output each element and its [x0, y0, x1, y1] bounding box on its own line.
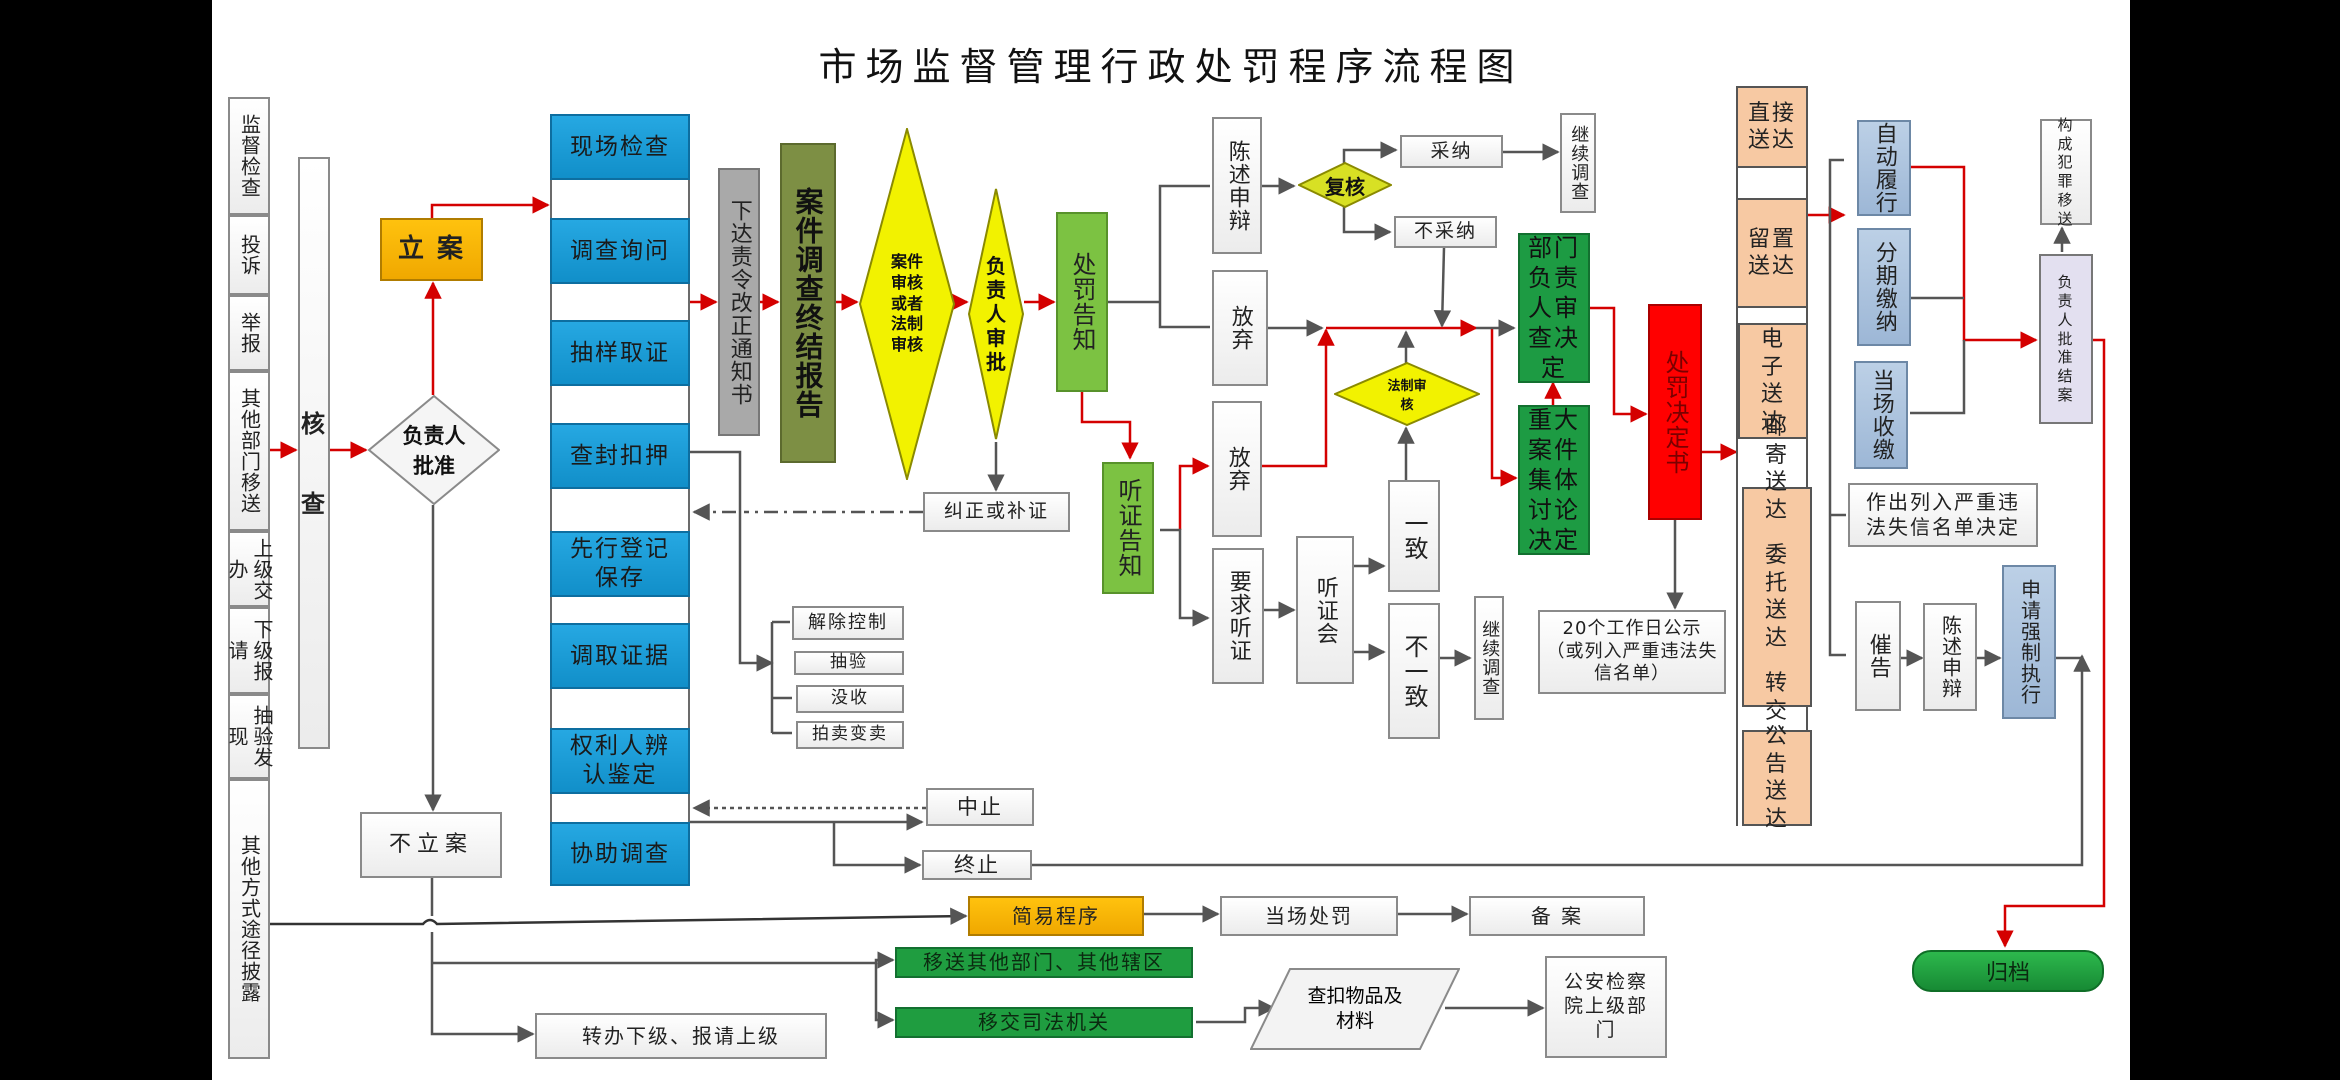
source-sampling[interactable]: 抽验发现	[225, 694, 274, 779]
seized-items-box[interactable]: 查扣物品及材料	[1250, 968, 1460, 1050]
consistent-box[interactable]: 一致	[1388, 480, 1440, 592]
diamond-shape	[1298, 162, 1392, 208]
continue-investigation-box-2[interactable]: 继续调查	[1474, 596, 1504, 720]
source-subordinate[interactable]: 下级报请	[225, 607, 274, 694]
invest-evidence[interactable]: 调取证据	[550, 623, 690, 689]
continue-investigation-box[interactable]: 继续调查	[1560, 113, 1596, 213]
outcome-sampling[interactable]: 抽验	[794, 651, 904, 675]
simple-procedure-box[interactable]: 简易程序	[968, 896, 1144, 936]
delivery-mail[interactable]: 邮寄送达	[1764, 415, 1789, 523]
exec-blacklist[interactable]: 作出列入严重违法失信名单决定	[1848, 483, 2038, 547]
seized-items-label: 查扣物品及材料	[1307, 985, 1403, 1032]
invest-identify[interactable]: 权利人辨认鉴定	[550, 728, 690, 794]
crime-transfer-box[interactable]: 构成犯罪移送	[2040, 116, 2092, 228]
leader-approval-diamond[interactable]: 负责人审批	[968, 188, 1024, 440]
review-diamond[interactable]: 复核	[1298, 162, 1392, 208]
invest-preserve[interactable]: 先行登记保存	[550, 531, 690, 597]
file-case-box[interactable]: 立 案	[380, 218, 483, 281]
dept-head-decision-box[interactable]: 部门负责人审查决定	[1518, 233, 1590, 383]
close-case-box[interactable]: 负责人批准结案	[2039, 254, 2093, 424]
suspend-box[interactable]: 中止	[926, 788, 1034, 826]
major-case-decision-box[interactable]: 重大案件集体讨论决定	[1518, 405, 1590, 555]
record-box[interactable]: 备 案	[1469, 896, 1645, 936]
correct-supplement-box[interactable]: 纠正或补证	[923, 492, 1070, 532]
delivery-electronic[interactable]: 电子送达	[1738, 323, 1808, 439]
diamond-shape	[968, 188, 1024, 440]
terminate-box[interactable]: 终止	[922, 850, 1032, 880]
case-review-diamond[interactable]: 案件审核或者法制审核	[859, 128, 955, 480]
invest-onsite[interactable]: 现场检查	[550, 114, 690, 180]
exec-defense[interactable]: 陈述申辩	[1923, 603, 1977, 711]
invest-sampling[interactable]: 抽样取证	[550, 320, 690, 386]
hearing-notice-box[interactable]: 听证告知	[1102, 462, 1154, 594]
delivery-column	[1736, 86, 1808, 826]
exec-voluntary[interactable]: 自动履行	[1857, 120, 1911, 216]
invest-inquiry[interactable]: 调查询问	[550, 218, 690, 284]
diamond-shape	[368, 395, 500, 505]
transfer-other-box[interactable]: 移送其他部门、其他辖区	[895, 947, 1193, 978]
penalty-decision-box[interactable]: 处罚决定书	[1648, 304, 1702, 520]
outcome-auction[interactable]: 拍卖变卖	[796, 721, 904, 749]
outcome-release[interactable]: 解除控制	[792, 606, 904, 640]
statement-defense-box[interactable]: 陈述申辩	[1212, 117, 1262, 254]
police-box[interactable]: 公安检察院上级部门	[1545, 956, 1667, 1058]
delivery-leave[interactable]: 留置送达	[1736, 198, 1808, 308]
delivery-announce[interactable]: 公告送达	[1742, 724, 1812, 832]
page-title: 市场监督管理行政处罚程序流程图	[818, 45, 1524, 89]
approve-case-diamond[interactable]: 负责人批准	[368, 395, 500, 505]
adopt-box[interactable]: 采纳	[1400, 135, 1503, 168]
exec-urge[interactable]: 催告	[1855, 601, 1901, 711]
final-report-box[interactable]: 案件调查终结报告	[780, 143, 836, 463]
exec-onsite[interactable]: 当场收缴	[1854, 361, 1908, 469]
delivery-direct[interactable]: 直接送达	[1736, 86, 1808, 168]
waive-box-1[interactable]: 放弃	[1212, 270, 1268, 386]
waive-box-2[interactable]: 放弃	[1212, 401, 1262, 537]
review-label: 复核	[1325, 174, 1365, 199]
source-superior[interactable]: 上级交办	[225, 531, 274, 607]
hearing-box[interactable]: 听证会	[1296, 536, 1354, 684]
invest-assist[interactable]: 协助调查	[550, 822, 690, 886]
delivery-group: 邮寄送达 委托送达 转交送达	[1742, 415, 1812, 779]
transfer-judicial-box[interactable]: 移交司法机关	[895, 1007, 1193, 1038]
invest-seizure[interactable]: 查封扣押	[550, 423, 690, 489]
case-review-label: 案件审核或者法制审核	[890, 252, 923, 355]
diamond-shape	[859, 128, 955, 480]
onsite-penalty-box[interactable]: 当场处罚	[1220, 896, 1398, 936]
approve-case-label: 负责人批准	[402, 424, 466, 478]
rectify-notice-box[interactable]: 下达责令改正通知书	[718, 168, 760, 436]
exec-enforce[interactable]: 申请强制执行	[2002, 565, 2056, 719]
no-case-box[interactable]: 不立案	[360, 812, 502, 878]
source-report[interactable]: 举报	[228, 295, 270, 371]
archive-terminal[interactable]: 归档	[1912, 950, 2104, 992]
verify-char-1: 核	[301, 410, 327, 438]
publicity-box[interactable]: 20个工作日公示（或列入严重违法失信名单）	[1538, 610, 1726, 694]
verify-bar[interactable]: 核 查	[298, 157, 330, 749]
parallelogram-shape	[1250, 968, 1460, 1050]
verify-char-2: 查	[301, 490, 327, 518]
source-other-ways[interactable]: 其他方式途径披露	[228, 779, 270, 1059]
delivery-entrust[interactable]: 委托送达	[1764, 543, 1789, 651]
refer-level-box[interactable]: 转办下级、报请上级	[535, 1013, 827, 1059]
inconsistent-box[interactable]: 不一致	[1388, 603, 1440, 739]
request-hearing-box[interactable]: 要求听证	[1212, 548, 1264, 684]
exec-installment[interactable]: 分期缴纳	[1857, 228, 1911, 346]
leader-approval-label: 负责人审批	[986, 254, 1006, 374]
not-adopt-box[interactable]: 不采纳	[1394, 216, 1497, 248]
flowchart-canvas	[212, 0, 2130, 1080]
outcome-confiscate[interactable]: 没收	[796, 685, 904, 713]
legal-review-label: 法制审核	[1387, 379, 1427, 413]
diamond-shape	[1334, 362, 1480, 426]
source-complaint[interactable]: 投诉	[228, 215, 270, 295]
source-other-dept[interactable]: 其他部门移送	[228, 371, 270, 531]
legal-review-diamond[interactable]: 法制审核	[1334, 362, 1480, 426]
penalty-notice-box[interactable]: 处罚告知	[1056, 212, 1108, 392]
source-supervision[interactable]: 监督检查	[228, 97, 270, 215]
